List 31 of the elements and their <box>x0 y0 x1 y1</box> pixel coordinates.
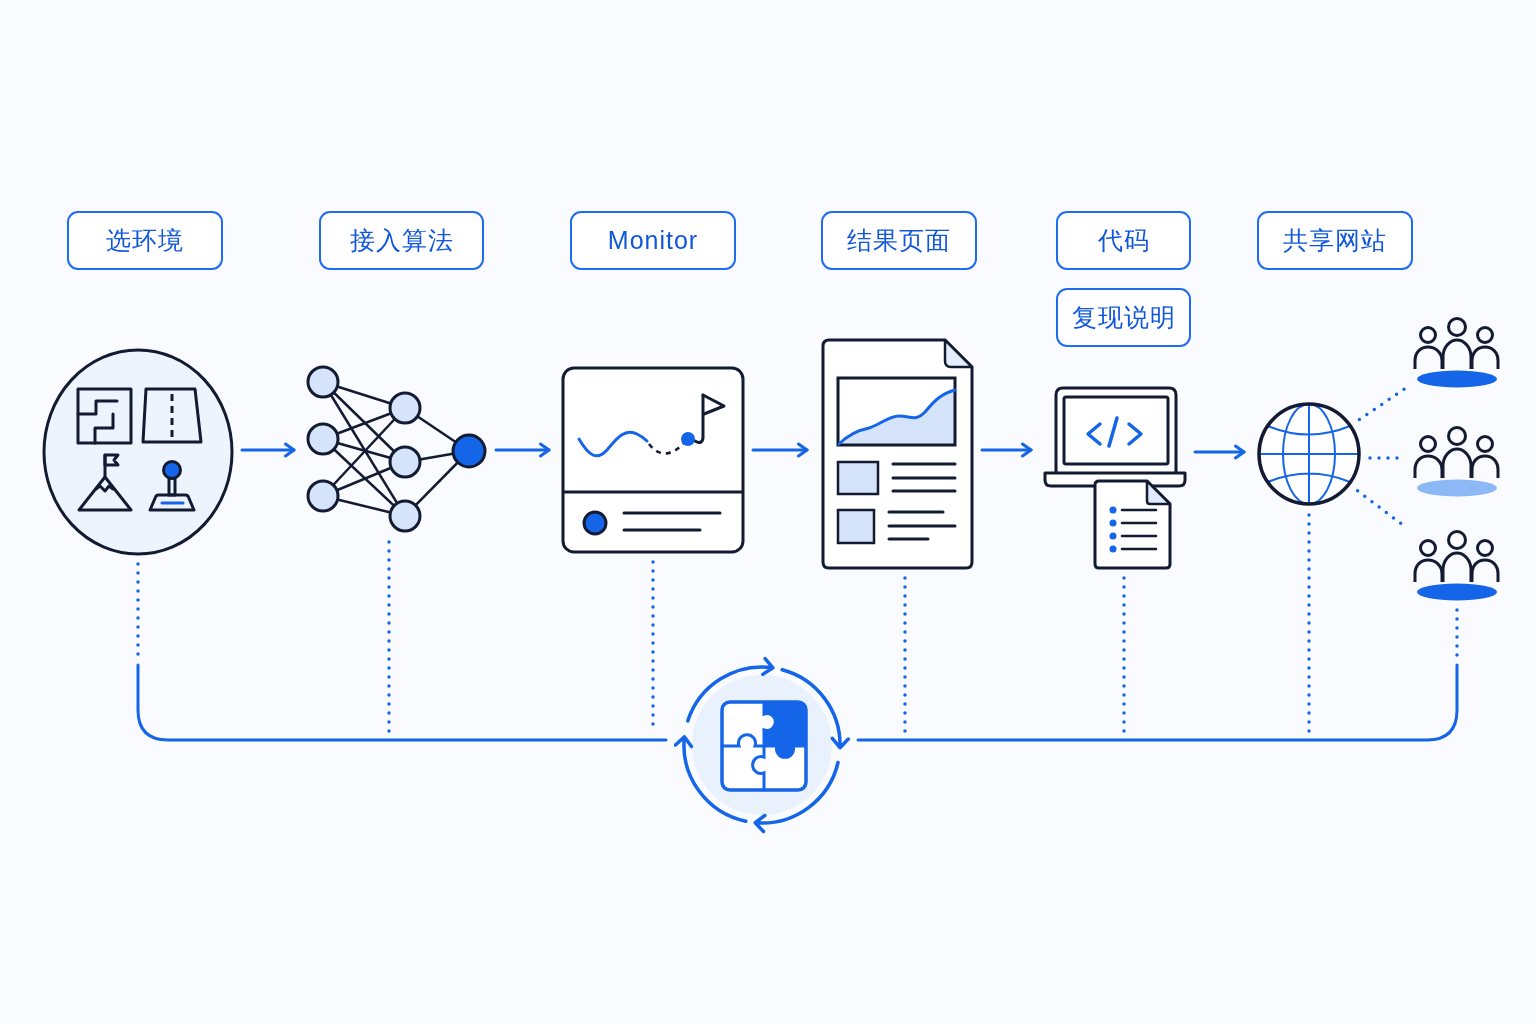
report-document-illustration <box>819 338 974 570</box>
arrow <box>980 442 1033 458</box>
arrow <box>240 442 296 458</box>
dotted-line <box>903 576 907 734</box>
label-box: 代码 <box>1056 211 1191 270</box>
dotted-line <box>1455 608 1459 659</box>
dotted-line <box>136 562 140 659</box>
label-box: 共享网站 <box>1257 211 1413 270</box>
label-box: 选环境 <box>67 211 223 270</box>
label-box: Monitor <box>570 211 736 270</box>
dotted-line <box>1122 576 1126 734</box>
connector-line <box>136 663 668 742</box>
label-box: 接入算法 <box>319 211 484 270</box>
label-box: 复现说明 <box>1056 288 1191 347</box>
dotted-line <box>387 540 391 734</box>
globe-icon <box>1256 401 1362 507</box>
arrow <box>751 442 809 458</box>
puzzle-cycle-illustration <box>674 655 850 835</box>
arrow <box>494 442 551 458</box>
dotted-line <box>1357 386 1408 422</box>
laptop-code-illustration <box>1043 385 1187 570</box>
arrow <box>1193 444 1246 460</box>
neural-network-illustration <box>306 364 488 534</box>
label-box: 结果页面 <box>821 211 977 270</box>
environment-illustration <box>42 348 234 556</box>
people-group-icon <box>1412 530 1502 602</box>
connector-line <box>856 663 1459 742</box>
people-group-icon <box>1412 317 1502 389</box>
dotted-line <box>1307 513 1311 734</box>
monitor-screen-illustration <box>561 366 745 554</box>
people-group-icon <box>1412 426 1502 498</box>
